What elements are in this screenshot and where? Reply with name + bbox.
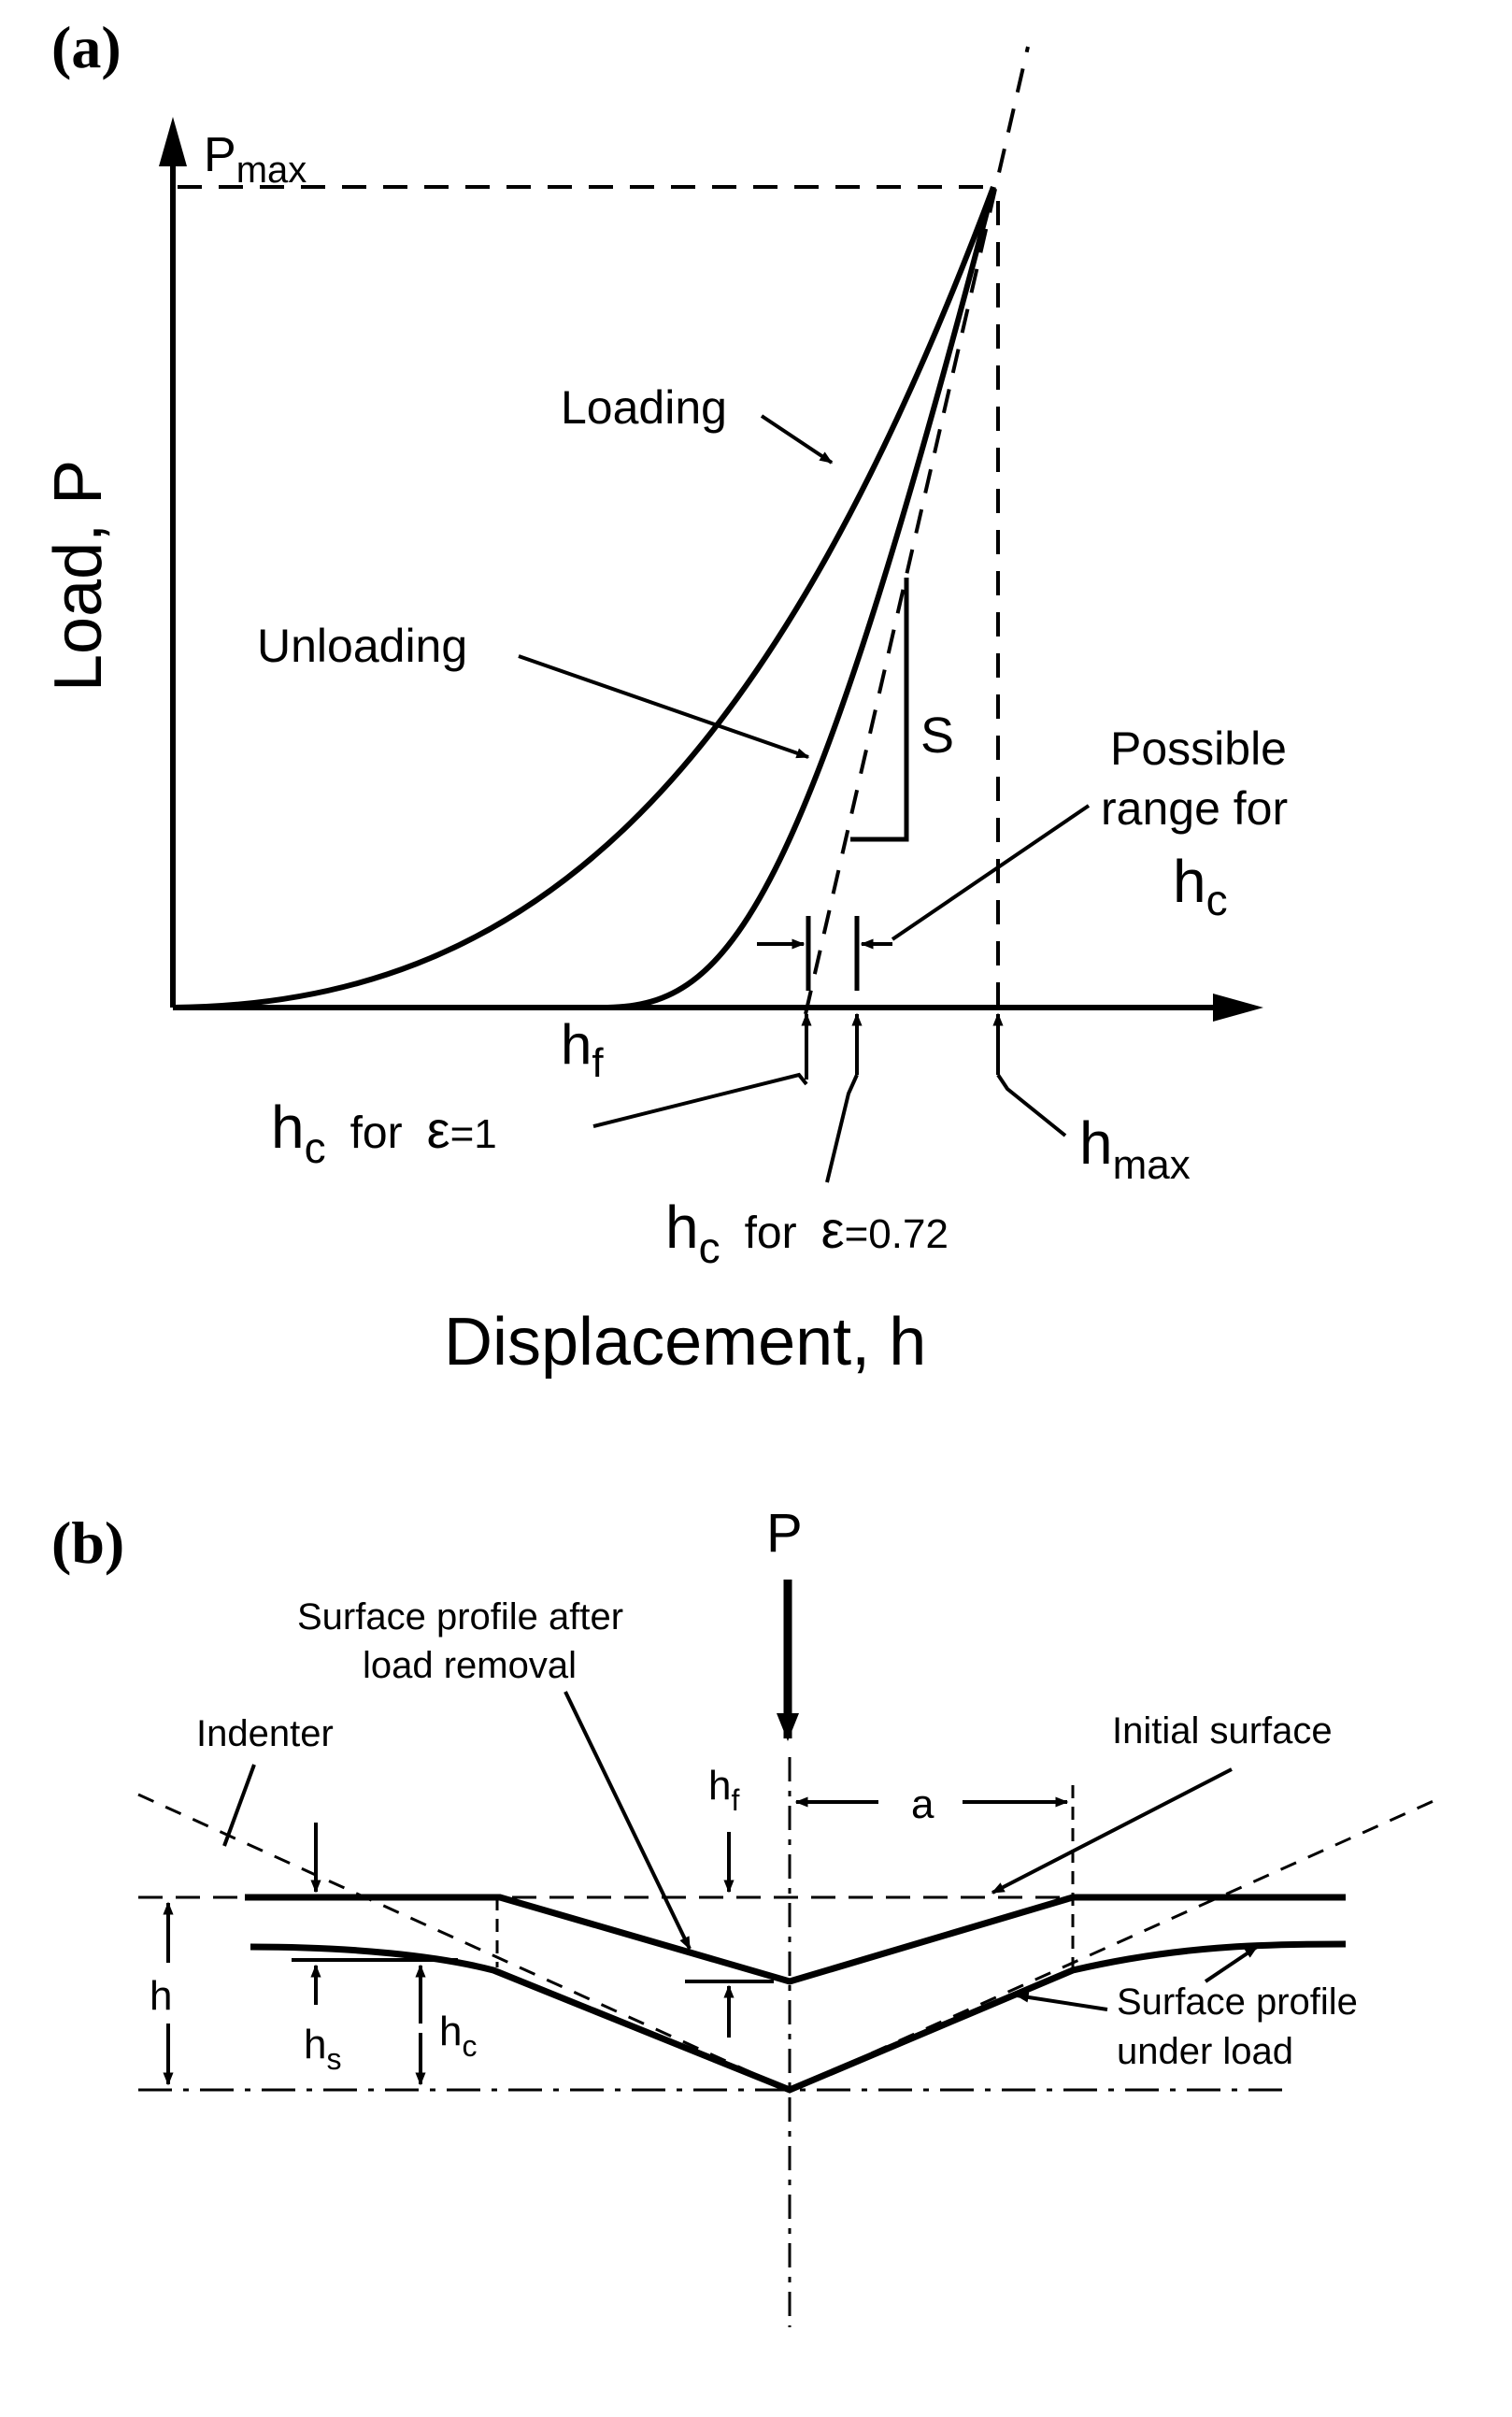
- loading-leader: [760, 414, 834, 465]
- hc-eps1-sub: c: [305, 1123, 326, 1172]
- hc-eps1-value: =1: [450, 1111, 497, 1157]
- pmax-sub: max: [236, 150, 307, 191]
- profile-after-unload: [245, 1894, 1346, 1985]
- initial-surface-label: Initial surface: [1112, 1710, 1333, 1752]
- possible-range-hc-sub: c: [1206, 876, 1228, 924]
- initial-surface-leader: [991, 1767, 1233, 1895]
- pmax-main: P: [204, 128, 236, 182]
- hc-eps072-leader: [825, 1074, 859, 1183]
- possible-range-leader: [891, 804, 1091, 941]
- surface-after-label-line2: load removal: [363, 1645, 577, 1686]
- hc-eps072-value: =0.72: [845, 1211, 949, 1257]
- surface-under-leader-2: [1204, 1945, 1259, 1983]
- hs-label: hs: [304, 2022, 341, 2076]
- guide-lines: [178, 46, 1030, 1015]
- surface-under-leader-1: [1015, 1992, 1108, 2011]
- hf-b-main: h: [708, 1763, 731, 1809]
- hc-eps1-main: h: [271, 1094, 305, 1161]
- load-p-label: P: [766, 1503, 803, 1564]
- stiffness-triangle: [850, 578, 909, 842]
- hs-main: h: [304, 2022, 326, 2067]
- profile-under-load: [250, 1940, 1347, 2094]
- x-axis-label: Displacement, h: [444, 1305, 926, 1380]
- pmax-label: Pmax: [204, 128, 307, 191]
- hmax-sub: max: [1113, 1142, 1191, 1188]
- hmax-main: h: [1079, 1109, 1113, 1177]
- hc-eps1-for: for: [350, 1108, 403, 1158]
- hf-label: hf: [561, 1013, 604, 1086]
- loading-curve: [172, 185, 996, 1010]
- hc-eps072-eps: ε: [821, 1200, 845, 1259]
- panel-a-label: (a): [51, 14, 121, 80]
- hs-sub: s: [326, 2042, 341, 2076]
- y-axis-label: Load, P: [41, 460, 116, 692]
- panel-b: (b) P Surface profile after load removal…: [51, 1503, 1445, 2327]
- hf-b-sub: f: [731, 1783, 739, 1817]
- indenter-leader: [222, 1764, 256, 1847]
- loading-label: Loading: [561, 381, 727, 434]
- hc-b-main: h: [439, 2009, 462, 2054]
- possible-range-line1: Possible: [1110, 722, 1287, 775]
- hf-b-label: hf: [708, 1763, 739, 1817]
- possible-range-line2: range for: [1101, 782, 1288, 835]
- a-label: a: [911, 1781, 934, 1827]
- panel-a: (a) Pmax S Loading Unloading: [41, 14, 1288, 1380]
- hc-b-sub: c: [462, 2029, 477, 2063]
- y-axis-arrowhead: [159, 117, 187, 166]
- panel-b-label: (b): [51, 1509, 124, 1576]
- hc-b-label: hc: [439, 2009, 477, 2063]
- hc-eps1-leader: [592, 1072, 808, 1128]
- hf-main: h: [561, 1013, 592, 1076]
- x-axis-arrowhead: [1213, 994, 1263, 1022]
- hc-eps072-for: for: [745, 1208, 797, 1258]
- unloading-curve: [606, 186, 996, 1010]
- tangent-dashed-line: [804, 46, 1030, 1015]
- axes: [159, 117, 1263, 1022]
- unloading-label: Unloading: [257, 620, 467, 672]
- possible-range-hc-main: h: [1173, 848, 1206, 915]
- h-label: h: [150, 1973, 172, 2019]
- indenter-label: Indenter: [196, 1713, 334, 1754]
- surface-after-label-line1: Surface profile after: [297, 1596, 623, 1638]
- unloading-leader: [518, 654, 810, 759]
- surface-under-label-line2: under load: [1117, 2031, 1293, 2072]
- stiffness-label: S: [920, 708, 954, 764]
- surface-after-leader: [563, 1691, 692, 1951]
- possible-range-hc: hc: [1173, 848, 1228, 924]
- surface-under-label-line1: Surface profile: [1117, 1981, 1358, 2023]
- hf-sub: f: [592, 1040, 604, 1086]
- hc-eps1-eps: ε: [427, 1100, 450, 1159]
- hmax-label: hmax: [1079, 1109, 1191, 1188]
- hc-eps072-sub: c: [699, 1223, 720, 1272]
- hc-eps072-main: h: [665, 1194, 699, 1261]
- hmax-leader: [996, 1073, 1067, 1137]
